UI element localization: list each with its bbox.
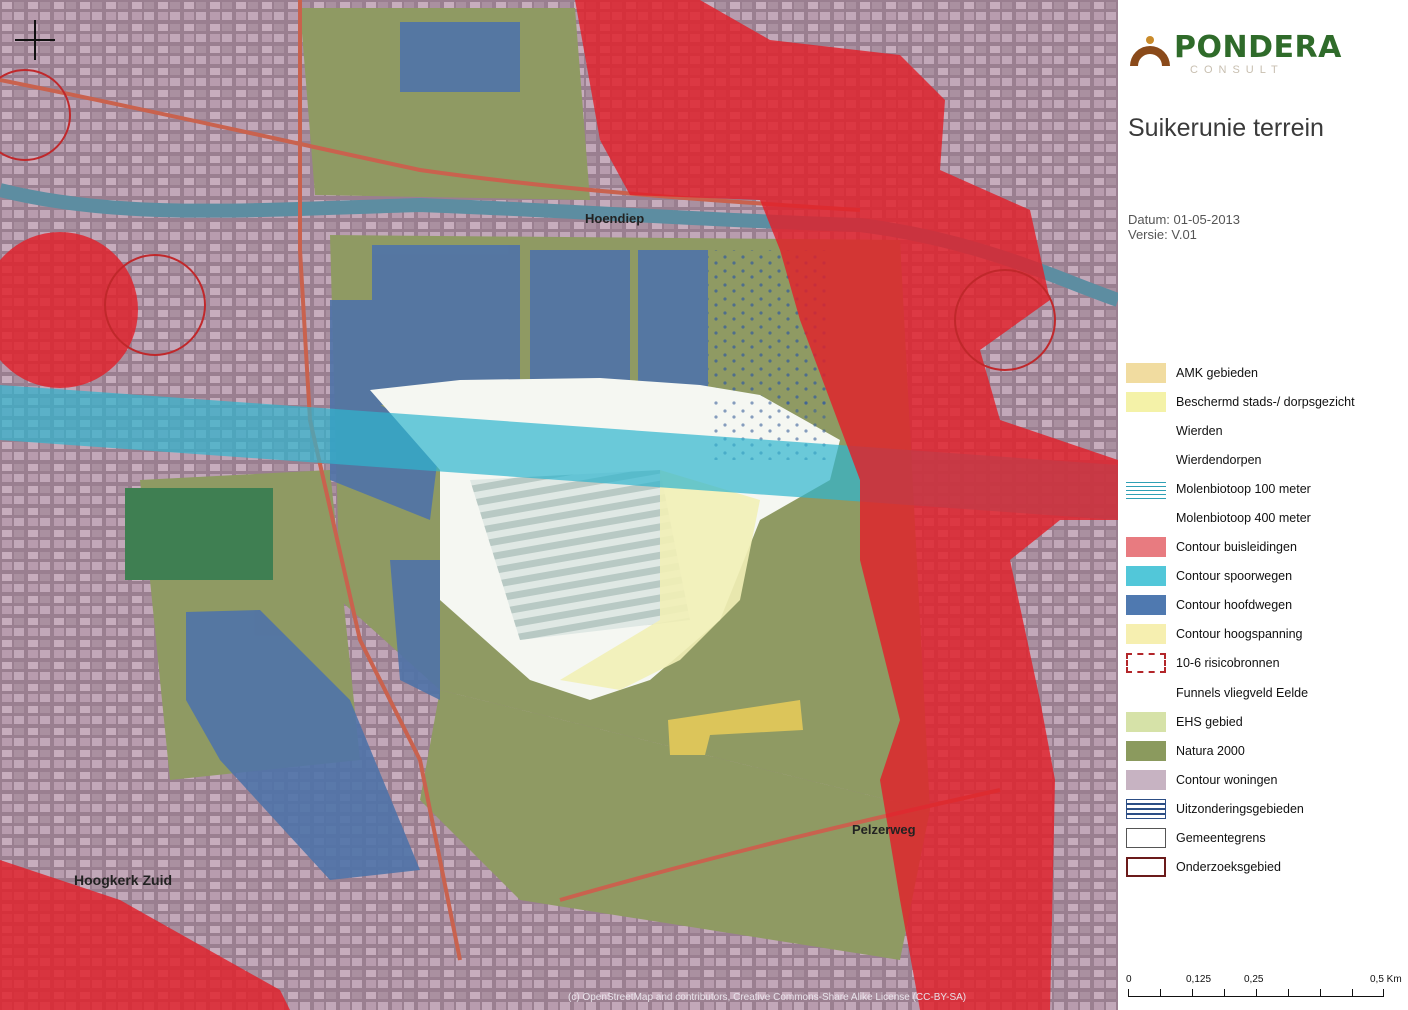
legend-swatch <box>1126 362 1166 383</box>
legend-swatch <box>1126 653 1166 674</box>
legend-item: Wierden <box>1126 416 1408 445</box>
legend-item: EHS gebied <box>1126 707 1408 736</box>
scale-tick <box>1352 989 1353 997</box>
legend-swatch <box>1126 740 1166 761</box>
legend-swatch <box>1126 478 1166 499</box>
scale-tick <box>1160 989 1161 997</box>
scale-tick <box>1256 989 1257 997</box>
legend-swatch <box>1126 595 1166 616</box>
scale-tick <box>1128 989 1129 997</box>
amk-area <box>668 700 803 755</box>
label-pelzerweg: Pelzerweg <box>852 822 916 837</box>
label-hoendiep: Hoendiep <box>585 211 645 226</box>
map-canvas <box>0 0 1118 1010</box>
map-attribution: (c) OpenStreetMap and contributors, Crea… <box>568 992 967 1003</box>
legend-label: Onderzoeksgebied <box>1176 860 1281 875</box>
legend-item: Wierdendorpen <box>1126 445 1408 474</box>
map-title: Suikerunie terrein <box>1128 114 1324 142</box>
legend-label: Contour hoofdwegen <box>1176 598 1293 613</box>
legend-swatch <box>1126 537 1166 558</box>
legend-swatch <box>1126 566 1166 587</box>
scale-label-0125: 0,125 <box>1186 974 1212 985</box>
legend-label: Contour buisleidingen <box>1176 540 1297 555</box>
legend-label: EHS gebied <box>1176 714 1243 729</box>
map-metadata: Datum: 01-05-2013 Versie: V.01 <box>1128 212 1240 242</box>
scale-tick <box>1383 989 1384 997</box>
scale-label-05km: 0,5 Km <box>1370 974 1402 985</box>
legend-item: Molenbiotoop 100 meter <box>1126 474 1408 503</box>
legend-item: Onderzoeksgebied <box>1126 853 1408 882</box>
legend-swatch <box>1126 769 1166 790</box>
spoor-contour-band <box>0 385 1118 520</box>
legend-item: Contour spoorwegen <box>1126 562 1408 591</box>
hoofdweg-contour-areas <box>186 22 708 880</box>
beschermd-gezicht-area <box>560 470 760 690</box>
risico-circles <box>0 69 1056 371</box>
legend-label: Wierdendorpen <box>1176 452 1262 467</box>
legend-label: Contour hoogspanning <box>1176 627 1303 642</box>
legend-item: 10-6 risicobronnen <box>1126 649 1408 678</box>
scale-tick <box>1320 989 1321 997</box>
map-view[interactable]: Hoendiep Pelzerweg Hoogkerk Zuid (c) Ope… <box>0 0 1118 1010</box>
scale-line <box>1128 996 1383 997</box>
legend-swatch <box>1126 711 1166 732</box>
legend-label: AMK gebieden <box>1176 365 1259 380</box>
legend-label: 10-6 risicobronnen <box>1176 656 1280 671</box>
legend-swatch <box>1126 857 1166 878</box>
natura-2000-area <box>125 488 273 580</box>
legend-label: Uitzonderingsgebieden <box>1176 801 1304 816</box>
legend-item: Uitzonderingsgebieden <box>1126 794 1408 823</box>
legend-swatch <box>1126 391 1166 412</box>
legend-label: Gemeentegrens <box>1176 831 1266 846</box>
date-text: Datum: 01-05-2013 <box>1128 212 1241 227</box>
scale-label-0: 0 <box>1126 974 1132 985</box>
legend-label: Beschermd stads-/ dorpsgezicht <box>1176 394 1355 409</box>
legend-panel: PONDERA CONSULT Suikerunie terrein Datum… <box>1118 0 1408 1010</box>
version-text: Versie: V.01 <box>1128 227 1197 242</box>
legend-item: Beschermd stads-/ dorpsgezicht <box>1126 387 1408 416</box>
legend-swatch <box>1126 828 1166 849</box>
legend-item: Natura 2000 <box>1126 736 1408 765</box>
legend-label: Molenbiotoop 400 meter <box>1176 511 1311 526</box>
legend-swatch <box>1126 450 1166 470</box>
legend-label: Natura 2000 <box>1176 743 1245 758</box>
legend-item: Contour woningen <box>1126 765 1408 794</box>
legend-item: AMK gebieden <box>1126 358 1408 387</box>
legend-item: Gemeentegrens <box>1126 824 1408 853</box>
greenhouse-rows <box>470 470 690 640</box>
label-hoogkerk-zuid: Hoogkerk Zuid <box>74 872 173 888</box>
legend-item: Contour hoofdwegen <box>1126 591 1408 620</box>
legend-label: Molenbiotoop 100 meter <box>1176 481 1311 496</box>
legend-item: Contour buisleidingen <box>1126 533 1408 562</box>
pondera-logo: PONDERA CONSULT <box>1128 24 1398 84</box>
legend-item: Funnels vliegveld Eelde <box>1126 678 1408 707</box>
legend-swatch <box>1126 624 1166 645</box>
scale-label-025: 0,25 <box>1244 974 1264 985</box>
buisleiding-contour <box>0 0 1118 1010</box>
legend-label: Wierden <box>1176 423 1223 438</box>
logo-wordmark: PONDERA <box>1174 30 1342 65</box>
pondera-dome-icon <box>1130 36 1170 66</box>
legend-item: Molenbiotoop 400 meter <box>1126 503 1408 532</box>
legend-swatch <box>1126 421 1166 441</box>
legend-swatch <box>1126 508 1166 528</box>
legend-label: Contour spoorwegen <box>1176 569 1293 584</box>
legend-swatch <box>1126 798 1166 819</box>
legend-label: Funnels vliegveld Eelde <box>1176 685 1309 700</box>
north-arrow-icon <box>15 20 55 60</box>
scale-tick <box>1192 989 1193 997</box>
scale-bar: 0 0,125 0,25 0,5 Km <box>1126 974 1406 1004</box>
legend-swatch <box>1126 683 1166 703</box>
logo-subtitle: CONSULT <box>1190 64 1284 76</box>
legend-item: Contour hoogspanning <box>1126 620 1408 649</box>
legend-label: Contour woningen <box>1176 772 1278 787</box>
scale-tick <box>1288 989 1289 997</box>
scale-tick <box>1224 989 1225 997</box>
